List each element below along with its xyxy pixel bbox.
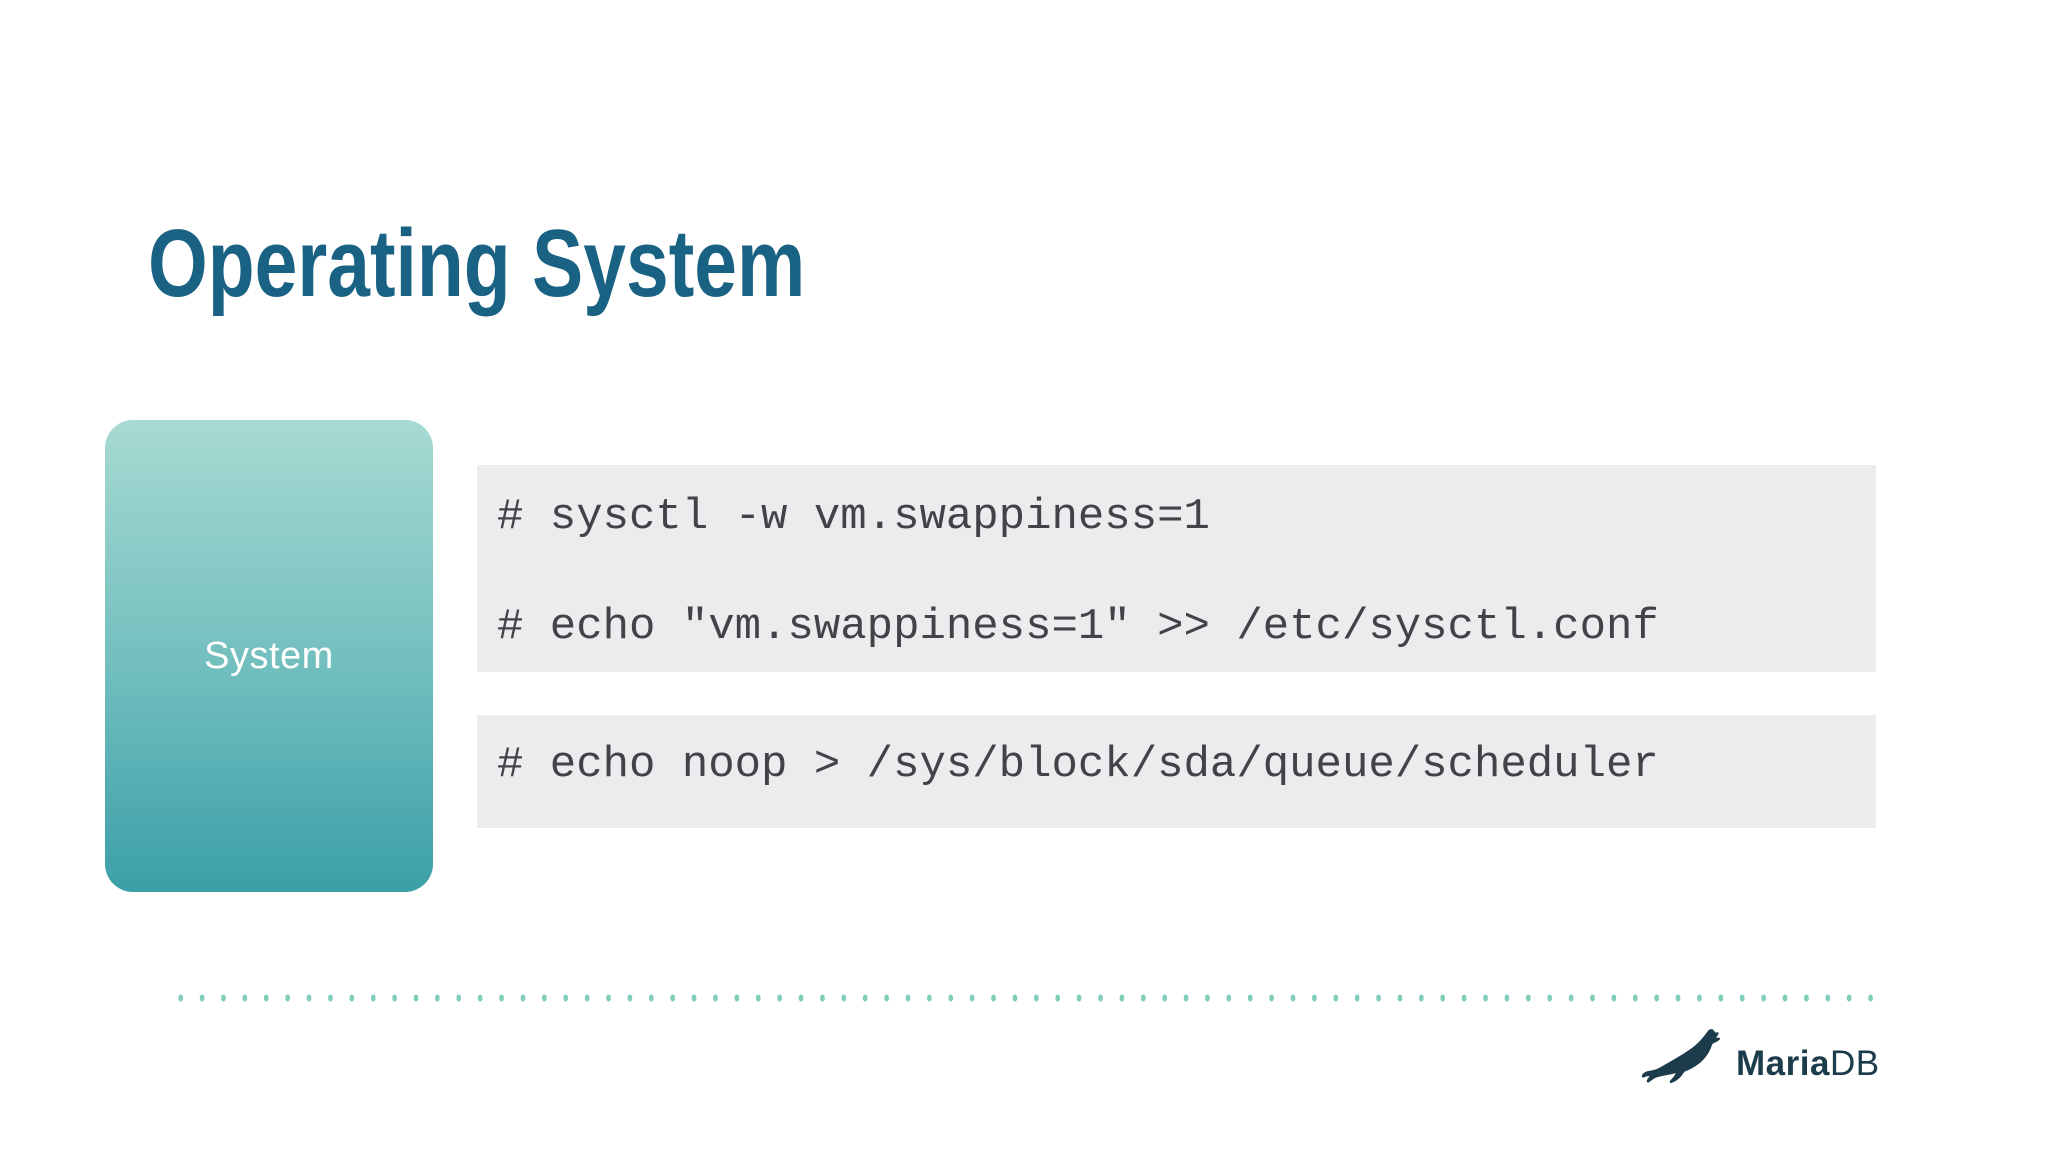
code-block-scheduler: # echo noop > /sys/block/sda/queue/sched… (477, 715, 1876, 828)
mariadb-wordmark: MariaDB (1736, 1046, 1880, 1081)
brand-db: DB (1829, 1044, 1880, 1083)
page-title: Operating System (148, 216, 970, 312)
mariadb-logo: MariaDB (1640, 1026, 1900, 1090)
code-line: # echo "vm.swappiness=1" >> /etc/sysctl.… (497, 602, 1659, 652)
code-block-swappiness: # sysctl -w vm.swappiness=1 # echo "vm.s… (477, 465, 1876, 672)
system-box: System (105, 420, 433, 892)
dotted-divider (170, 993, 1882, 1003)
mariadb-seal-icon (1641, 1029, 1721, 1083)
system-box-label: System (204, 634, 334, 677)
code-line: # echo noop > /sys/block/sda/queue/sched… (497, 740, 1659, 790)
brand-maria: Maria (1736, 1044, 1830, 1083)
code-line: # sysctl -w vm.swappiness=1 (497, 492, 1210, 542)
page-title-text: Operating System (148, 210, 806, 318)
